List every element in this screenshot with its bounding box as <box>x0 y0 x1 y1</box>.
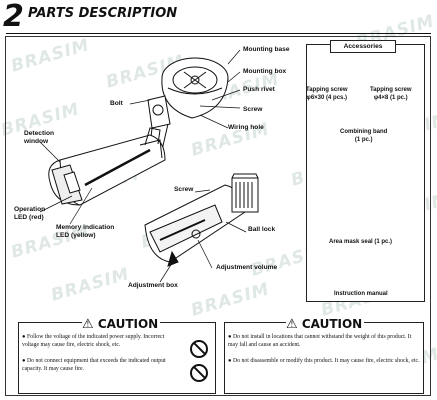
caution-left-item-2: ● Do not connect equipment that exceeds … <box>22 358 180 373</box>
accessories-title: Accessories <box>330 40 396 53</box>
caution-box-right <box>224 322 424 394</box>
caution-heading-text: CAUTION <box>97 317 159 331</box>
page-title: PARTS DESCRIPTION <box>28 6 178 21</box>
label-mounting-box: Mounting box <box>243 68 287 75</box>
label-adjustment-box: Adjustment box <box>128 282 178 289</box>
bullet: ● <box>22 334 27 340</box>
label-mounting-base: Mounting base <box>243 46 290 53</box>
caution-text: Do not install in locations that cannot … <box>228 334 412 348</box>
caution-heading-text: CAUTION <box>301 317 363 331</box>
label-screw-bottom: Screw <box>174 186 194 193</box>
caution-text: Do not disassemble or modify this produc… <box>232 358 420 364</box>
caution-heading-left: ⚠ CAUTION <box>82 316 160 332</box>
bullet: ● <box>228 334 233 340</box>
diagram-frame <box>5 36 431 396</box>
section-number: 2 <box>3 0 24 34</box>
caution-heading-right: ⚠ CAUTION <box>286 316 364 332</box>
label-screw-top: Screw <box>243 106 263 113</box>
label-memory-led: Memory indication LED (yellow) <box>56 224 115 239</box>
caution-text: Do not connect equipment that exceeds th… <box>22 358 166 372</box>
label-operation-led: Operation LED (red) <box>14 206 46 221</box>
caution-text: Follow the voltage of the indicated powe… <box>22 334 165 348</box>
label-bolt: Bolt <box>110 100 123 107</box>
caution-left-item-1: ● Follow the voltage of the indicated po… <box>22 334 180 349</box>
leader-lines <box>39 49 247 283</box>
prohibited-icon <box>190 364 208 382</box>
bracket-drawing <box>147 95 171 151</box>
accessories-box <box>306 44 425 302</box>
caution-right-item-2: ● Do not disassemble or modify this prod… <box>228 358 420 366</box>
accessory-combining-band: Combining band (1 pc.) <box>340 129 388 143</box>
accessory-tapping-screw-4: Tapping screw φ6×30 (4 pcs.) <box>306 87 348 101</box>
label-adjustment-volume: Adjustment volume <box>216 264 278 271</box>
accessory-area-mask-seal: Area mask seal (1 pc.) <box>329 239 393 245</box>
title-rule <box>6 33 431 34</box>
caution-box-left <box>18 322 216 394</box>
sensor-body-drawing <box>48 127 166 206</box>
label-detection-window: Detection window <box>24 130 55 145</box>
bullet: ● <box>228 358 233 364</box>
label-ball-lock: Ball lock <box>248 226 276 233</box>
caution-right-item-1: ● Do not install in locations that canno… <box>228 334 420 349</box>
bullet: ● <box>22 358 27 364</box>
accessory-tapping-screw-1: Tapping screw φ4×8 (1 pc.) <box>370 87 412 101</box>
label-wiring-hole: Wiring hole <box>228 124 264 131</box>
mounting-base-drawing <box>161 57 229 119</box>
accessory-instruction-manual: Instruction manual <box>334 291 388 297</box>
label-push-rivet: Push rivet <box>243 86 275 93</box>
warning-triangle-icon: ⚠ <box>286 317 298 332</box>
warning-triangle-icon: ⚠ <box>82 317 94 332</box>
adjustment-view-drawing <box>144 173 259 267</box>
prohibited-icon <box>190 340 208 358</box>
